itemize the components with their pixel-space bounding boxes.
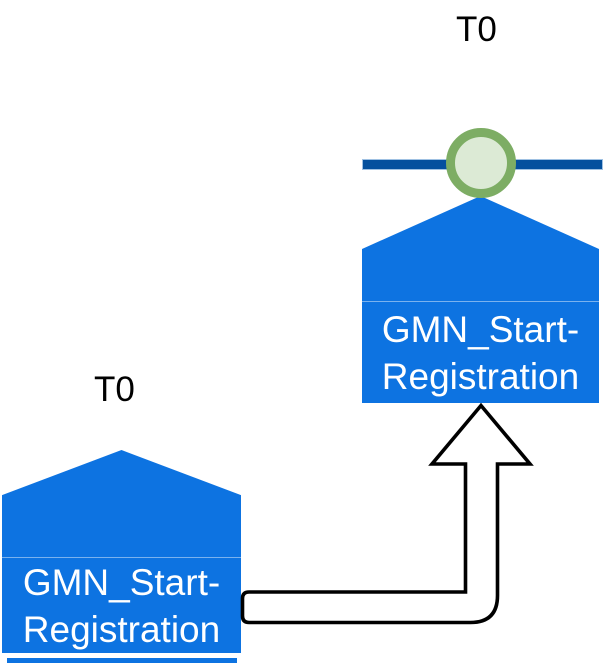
event-node-bottom: GMN_Start- Registration: [2, 450, 241, 653]
event-node-bottom-label-line1: GMN_Start-: [22, 561, 221, 603]
time-label-bottom: T0: [94, 370, 135, 409]
event-node-bottom-label: GMN_Start- Registration: [2, 557, 241, 653]
event-node-top: GMN_Start- Registration: [362, 196, 599, 403]
event-node-bottom-label-line2: Registration: [22, 608, 221, 650]
event-node-top-label-line1: GMN_Start-: [381, 308, 580, 350]
partial-shape-bottom-edge: [7, 658, 237, 663]
event-node-top-label-line2: Registration: [381, 355, 580, 397]
connector-arrow-path: [240, 402, 534, 625]
event-node-top-label: GMN_Start- Registration: [362, 301, 599, 403]
time-label-top: T0: [456, 10, 497, 49]
milestone-circle: [446, 128, 516, 198]
